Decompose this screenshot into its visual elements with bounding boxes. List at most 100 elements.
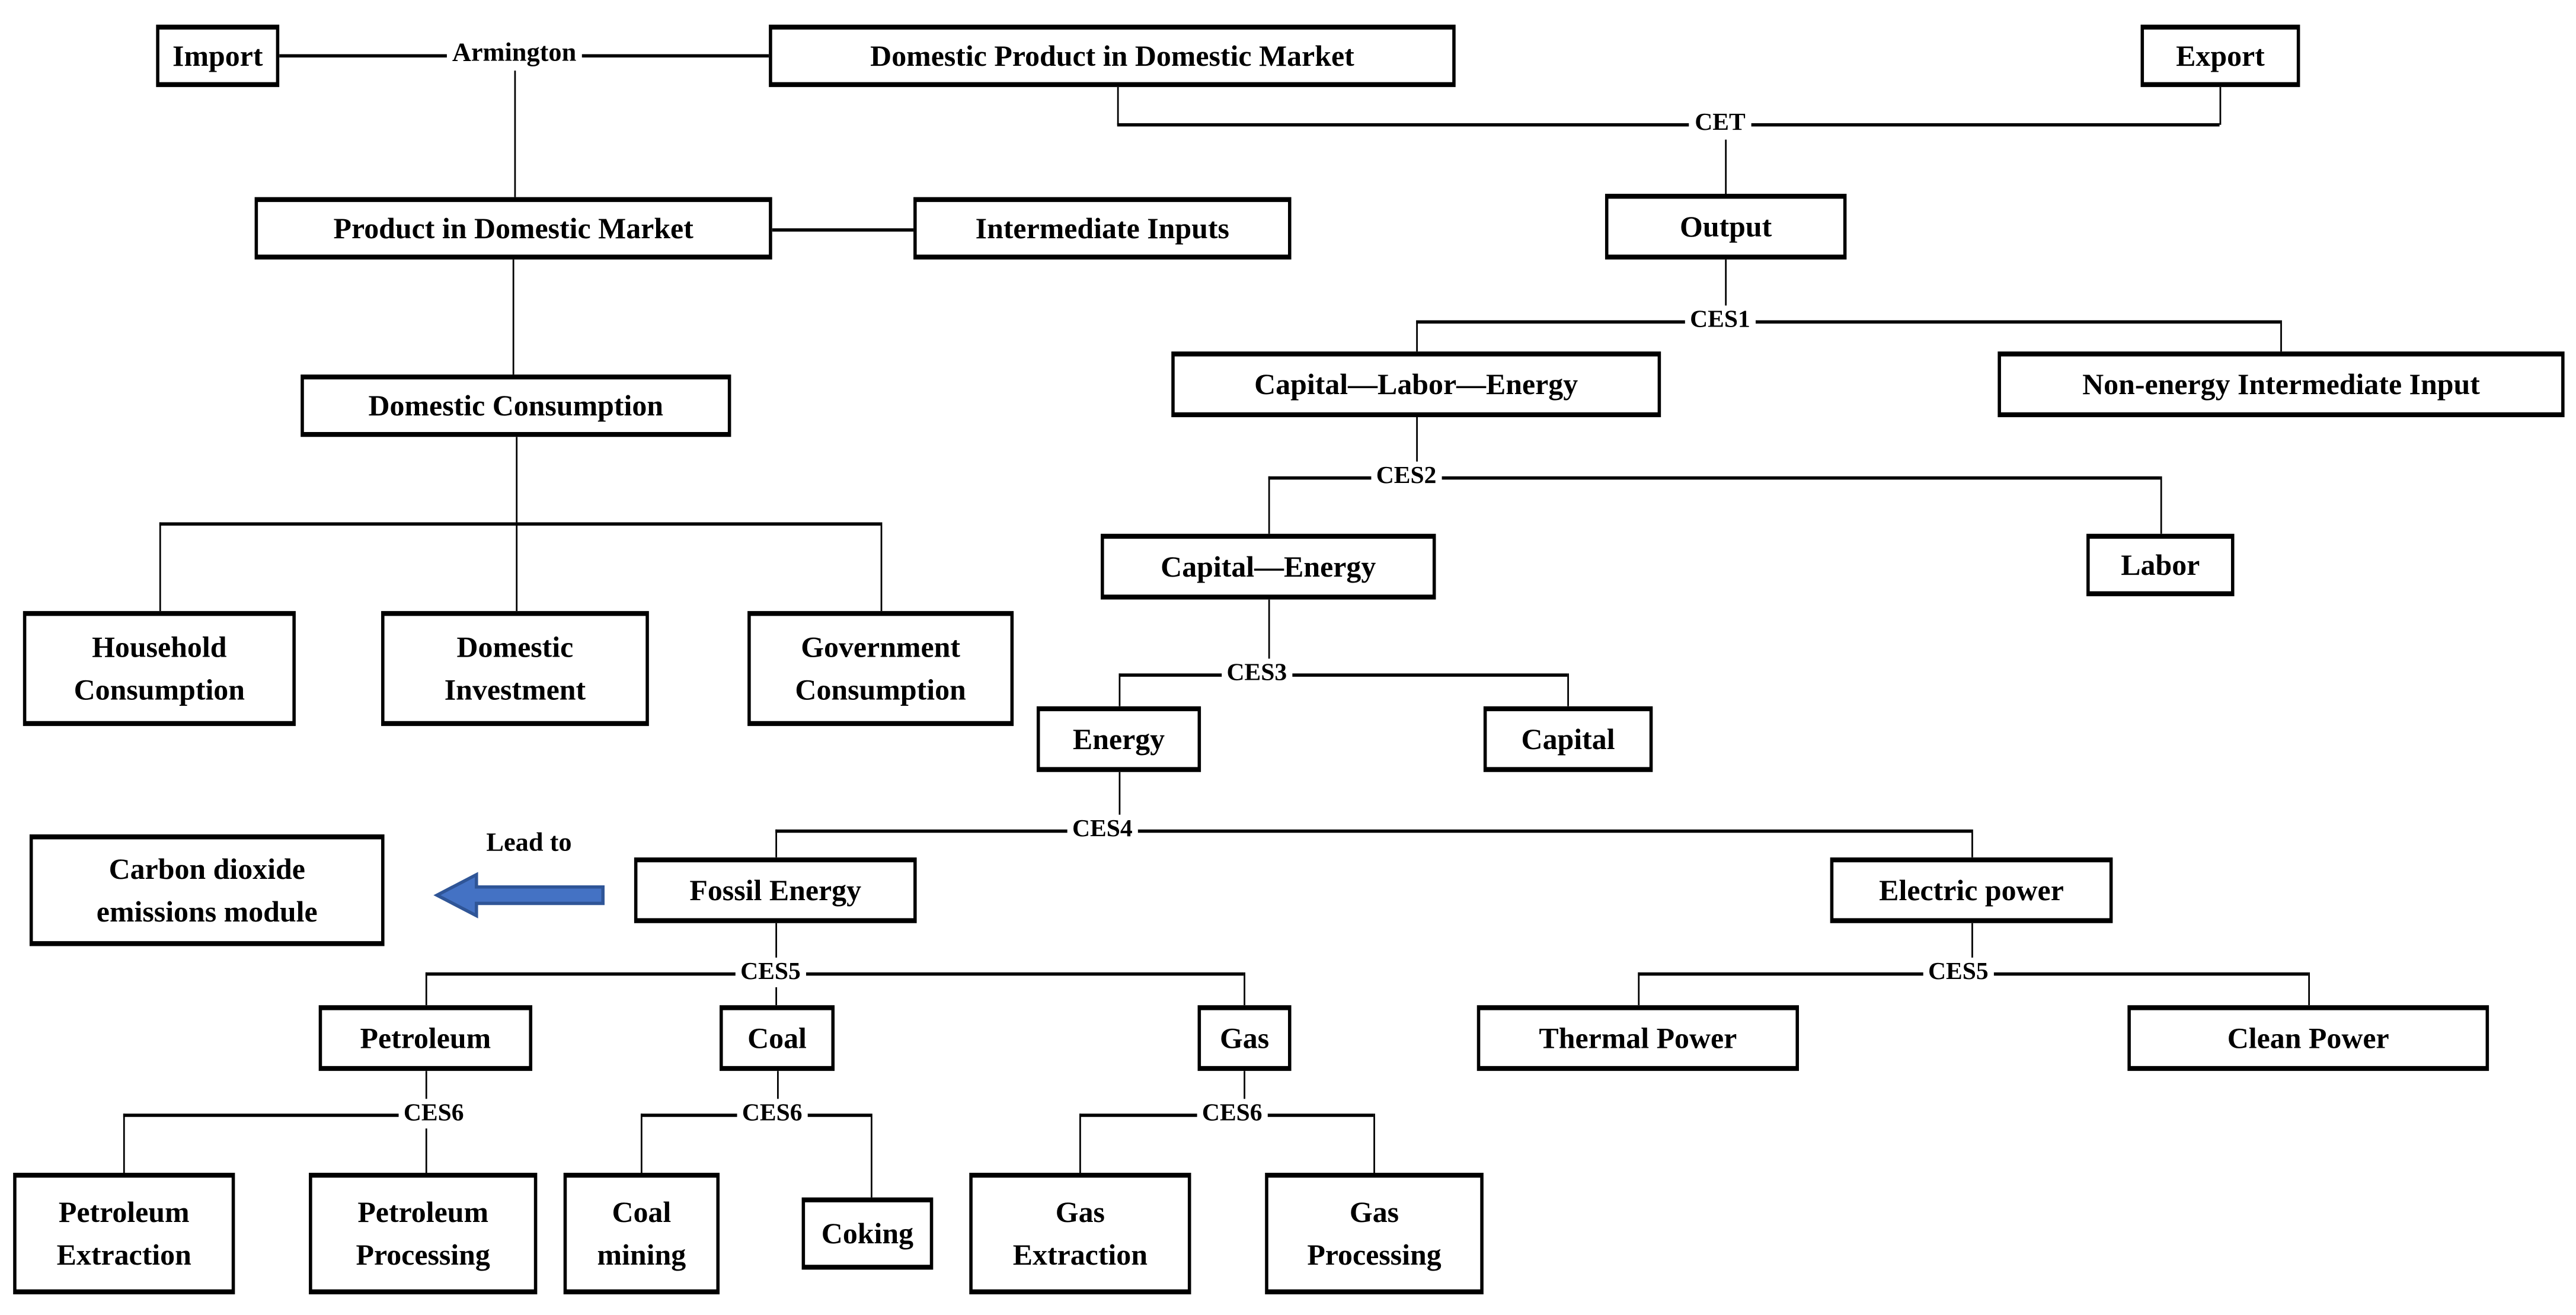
node-co2-emissions-module: Carbon dioxide emissions module	[29, 834, 385, 946]
connector-dc-h	[159, 522, 881, 526]
connector-armington-down	[514, 71, 517, 197]
connector-ces3-rdrop	[1567, 673, 1570, 706]
node-domestic-investment: Domestic Investment	[381, 611, 649, 727]
node-domestic-product: Domestic Product in Domestic Market	[769, 24, 1456, 87]
connector-pdm-intermediate	[772, 228, 914, 232]
connector-dc-drop-government	[880, 522, 883, 612]
connector-output-down	[1725, 259, 1728, 308]
connector-ces3-left	[1118, 673, 1224, 677]
connector-ces3-ldrop	[1118, 673, 1121, 706]
connector-output-up	[1725, 139, 1728, 194]
node-petroleum-label: Petroleum	[360, 1021, 491, 1055]
node-non-energy-intermediate-input-label: Non-energy Intermediate Input	[2082, 367, 2480, 401]
node-household-consumption: Household Consumption	[23, 611, 296, 727]
label-cet: CET	[1689, 108, 1751, 138]
connector-ces6p-cdrop	[425, 1128, 428, 1173]
connector-ces4-ldrop	[775, 829, 778, 858]
connector-ces1-rdrop	[2280, 320, 2283, 352]
connector-dc-drop-investment	[516, 522, 519, 612]
connector-import-armington	[279, 54, 447, 58]
node-fossil-energy-label: Fossil Energy	[689, 874, 862, 907]
node-capital-labor-energy: Capital—Labor—Energy	[1171, 351, 1661, 418]
node-thermal-power: Thermal Power	[1476, 1005, 1800, 1071]
connector-ces6c-ldrop	[640, 1114, 643, 1173]
node-gas-processing-label: Gas Processing	[1307, 1195, 1442, 1272]
node-capital: Capital	[1483, 706, 1653, 772]
node-co2-emissions-module-label: Carbon dioxide emissions module	[96, 852, 318, 929]
node-output: Output	[1605, 194, 1847, 260]
node-domestic-consumption: Domestic Consumption	[301, 374, 731, 437]
connector-cet-left	[1117, 123, 1689, 127]
node-domestic-consumption-label: Domestic Consumption	[368, 389, 664, 423]
node-output-label: Output	[1680, 210, 1772, 244]
connector-ces6c-left	[640, 1114, 742, 1117]
node-government-consumption: Government Consumption	[747, 611, 1014, 727]
node-intermediate-inputs-label: Intermediate Inputs	[975, 212, 1229, 245]
node-electric-power: Electric power	[1830, 857, 2113, 923]
connector-ces6c-rdrop	[871, 1114, 873, 1198]
node-export: Export	[2140, 24, 2300, 87]
connector-ces5l-right	[805, 972, 1244, 976]
connector-ces2-rdrop	[2160, 476, 2163, 534]
node-domestic-investment-label: Domestic Investment	[444, 631, 586, 706]
lead-to-arrow-icon	[432, 871, 606, 920]
node-gas: Gas	[1197, 1005, 1292, 1071]
node-coal-mining: Coal mining	[563, 1172, 720, 1295]
node-gas-label: Gas	[1219, 1021, 1270, 1055]
node-energy: Energy	[1036, 706, 1201, 772]
label-ces6-gas: CES6	[1197, 1099, 1267, 1129]
connector-dc-down	[516, 437, 519, 523]
label-ces4: CES4	[1067, 814, 1137, 844]
node-coal: Coal	[720, 1005, 835, 1071]
label-armington: Armington	[447, 39, 581, 69]
node-petroleum: Petroleum	[318, 1005, 533, 1071]
connector-ces6p-left	[123, 1114, 399, 1117]
connector-ces5l-rdrop	[1244, 972, 1247, 1006]
node-export-label: Export	[2176, 39, 2265, 72]
label-ces2: CES2	[1371, 461, 1442, 491]
node-coking: Coking	[801, 1197, 934, 1270]
node-domestic-product-label: Domestic Product in Domestic Market	[870, 39, 1354, 72]
connector-ces2-left	[1268, 476, 1375, 480]
node-import-label: Import	[172, 39, 263, 72]
connector-ces5r-left	[1638, 972, 1924, 976]
connector-ces4-right	[1137, 829, 1972, 833]
node-non-energy-intermediate-input: Non-energy Intermediate Input	[1997, 351, 2565, 418]
node-labor-label: Labor	[2121, 548, 2200, 582]
connector-petroleum-down	[425, 1071, 428, 1101]
connector-ces1-left	[1416, 320, 1687, 324]
connector-export-up	[2219, 87, 2222, 125]
connector-coal-down	[777, 1071, 779, 1101]
connector-ces6p-ldrop	[123, 1114, 126, 1173]
node-product-in-domestic-market: Product in Domestic Market	[254, 197, 772, 260]
node-household-consumption-label: Household Consumption	[73, 631, 245, 706]
connector-ces1-ldrop	[1416, 320, 1419, 352]
connector-ces5r-rdrop	[2308, 972, 2311, 1006]
connector-ces5l-left	[425, 972, 736, 976]
label-lead-to: Lead to	[481, 829, 577, 859]
connector-ces3-right	[1289, 673, 1568, 677]
node-coking-label: Coking	[821, 1217, 914, 1250]
connector-ces2-right	[1440, 476, 2160, 480]
node-government-consumption-label: Government Consumption	[795, 631, 966, 706]
node-petroleum-extraction: Petroleum Extraction	[13, 1172, 235, 1295]
connector-pdm-down	[512, 259, 515, 375]
node-energy-label: Energy	[1072, 722, 1165, 756]
connector-cle-down	[1416, 417, 1419, 463]
connector-gas-down	[1244, 1071, 1247, 1101]
node-clean-power: Clean Power	[2127, 1005, 2489, 1071]
connector-ces6c-right	[803, 1114, 871, 1117]
node-capital-energy-label: Capital—Energy	[1161, 550, 1376, 583]
label-ces5-right: CES5	[1923, 957, 1994, 987]
node-capital-labor-energy-label: Capital—Labor—Energy	[1254, 367, 1578, 401]
node-product-in-domestic-market-label: Product in Domestic Market	[333, 212, 693, 245]
label-ces3: CES3	[1222, 658, 1292, 689]
connector-dc-drop-household	[159, 522, 162, 612]
node-labor: Labor	[2086, 533, 2235, 597]
node-gas-extraction-label: Gas Extraction	[1012, 1195, 1148, 1272]
node-fossil-energy: Fossil Energy	[634, 857, 917, 923]
connector-fossil-down	[775, 923, 778, 959]
node-import: Import	[156, 24, 280, 87]
label-ces1: CES1	[1685, 305, 1756, 335]
